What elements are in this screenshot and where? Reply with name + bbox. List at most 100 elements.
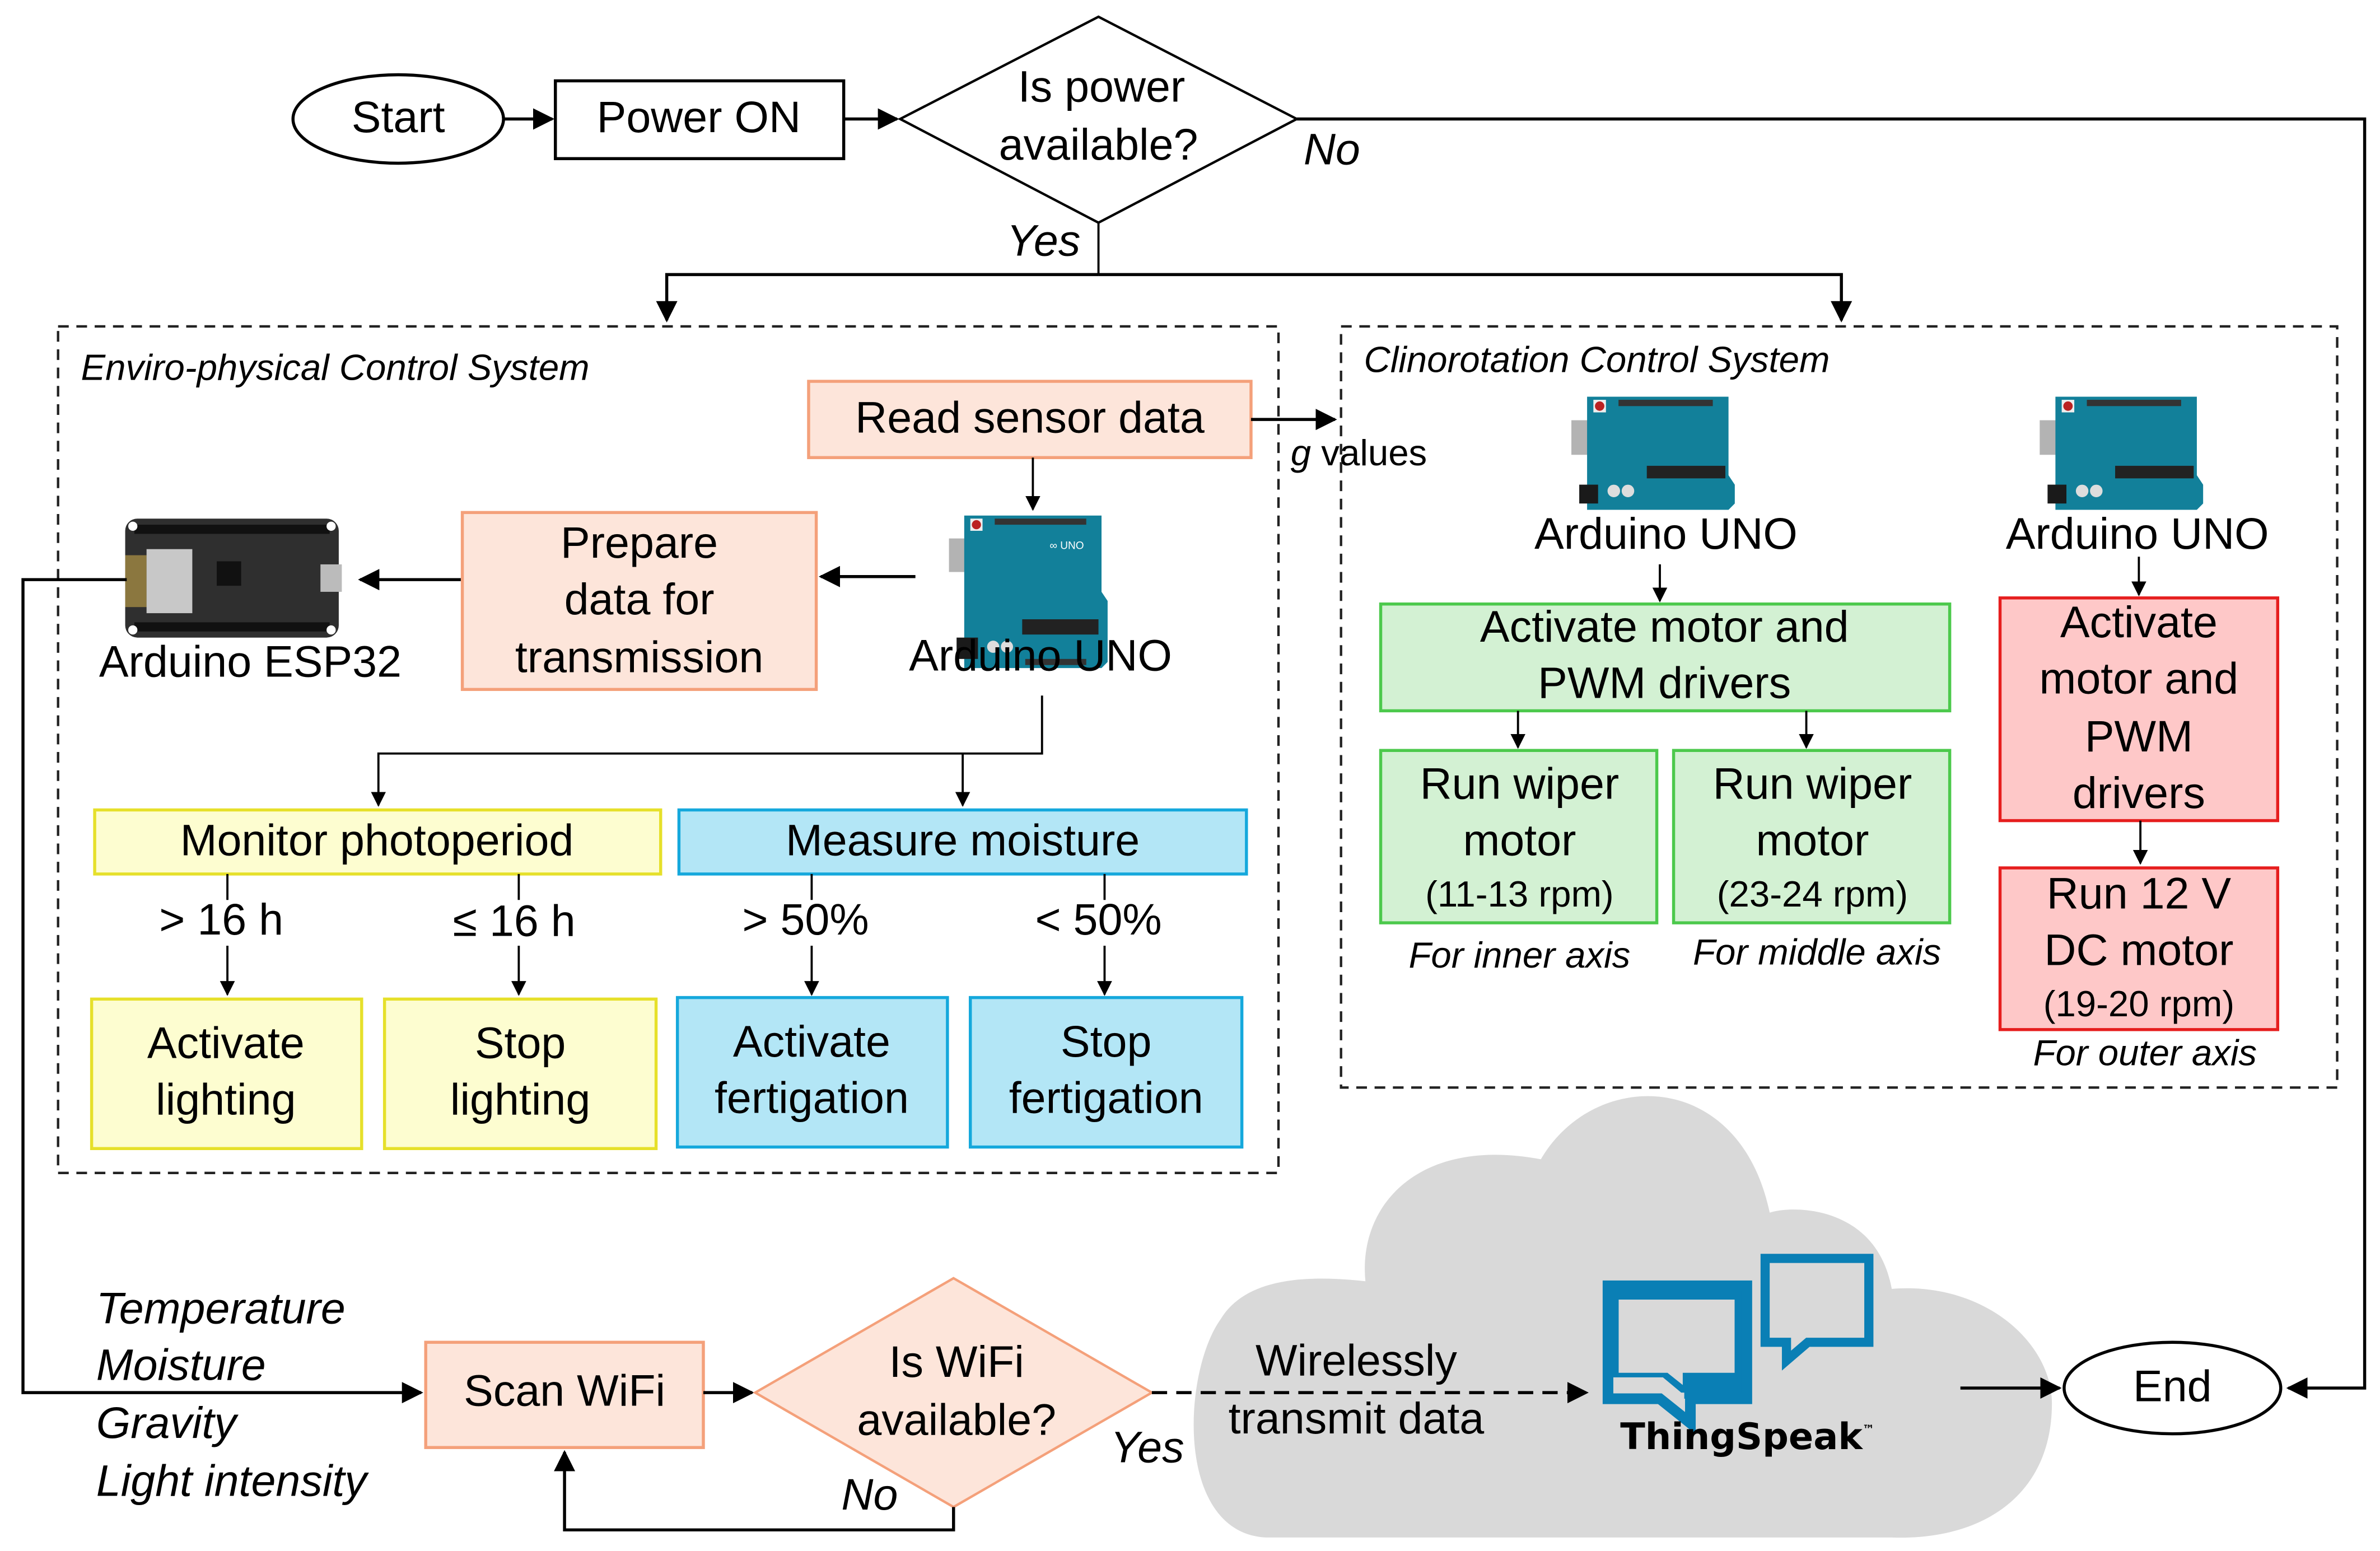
activate-red-line3: PWM xyxy=(2085,711,2193,761)
g-symbol: g xyxy=(1291,432,1311,473)
cond-gt50: > 50% xyxy=(742,894,869,944)
trademark-symbol: ™ xyxy=(1863,1423,1875,1437)
activate-green-node[interactable]: Activate motor and PWM drivers xyxy=(1379,601,1952,713)
sensor-moisture: Moisture xyxy=(96,1339,266,1389)
edge-yes-clino xyxy=(1098,273,1852,323)
power-question-line1: Is power xyxy=(1018,62,1186,111)
wifi-question-line2: available? xyxy=(857,1394,1056,1444)
scan-wifi-label: Scan WiFi xyxy=(464,1366,665,1415)
end-terminator xyxy=(2062,1340,2283,1436)
stop-lighting-box xyxy=(382,997,658,1150)
edge-wifi-no-loop xyxy=(554,1450,955,1532)
activate-fertigation-line2: fertigation xyxy=(715,1073,909,1123)
clino-system-title: Clinorotation Control System xyxy=(1364,339,1830,380)
power-on-box xyxy=(554,79,846,161)
arduino-esp32-icon xyxy=(125,518,342,638)
activate-lighting-line2: lighting xyxy=(156,1074,296,1124)
moisture-node[interactable]: Measure moisture xyxy=(677,808,1248,876)
dc-motor-node[interactable]: Run 12 V DC motor (19-20 rpm) xyxy=(1998,866,2280,1031)
power-on-node[interactable]: Power ON xyxy=(554,79,846,161)
sensor-gravity: Gravity xyxy=(96,1398,239,1447)
cond-gt16: > 16 h xyxy=(159,894,283,944)
enviro-uno-label: Arduino UNO xyxy=(909,630,1172,680)
activate-lighting-node[interactable]: Activate lighting xyxy=(90,997,363,1150)
activate-red-line2: motor and xyxy=(2040,653,2239,703)
edge-yes-enviro xyxy=(656,273,1099,323)
wiper-inner-line2: motor xyxy=(1463,815,1576,865)
uno-logo-text: ∞ UNO xyxy=(1049,540,1084,552)
activate-fertigation-line1: Activate xyxy=(733,1016,890,1066)
wifi-question-line1: Is WiFi xyxy=(889,1337,1024,1386)
middle-axis-label: For middle axis xyxy=(1693,932,1941,973)
power-yes-label: Yes xyxy=(1007,216,1081,265)
dc-motor-rpm: (19-20 rpm) xyxy=(2043,983,2234,1024)
wifi-decision-node[interactable]: Is WiFi available? xyxy=(753,1277,1155,1508)
clino-uno2-icon xyxy=(2040,396,2204,510)
wiper-inner-node[interactable]: Run wiper motor (11-13 rpm) xyxy=(1379,749,1659,924)
stop-fertigation-node[interactable]: Stop fertigation xyxy=(969,996,1244,1149)
power-no-label: No xyxy=(1304,124,1360,174)
stop-fertigation-box xyxy=(969,996,1244,1149)
wiper-middle-box xyxy=(1672,749,1952,924)
wiper-middle-rpm: (23-24 rpm) xyxy=(1717,873,1908,914)
stop-lighting-node[interactable]: Stop lighting xyxy=(382,997,658,1150)
power-on-label: Power ON xyxy=(597,92,801,142)
wiper-middle-line2: motor xyxy=(1756,815,1869,865)
dc-motor-box xyxy=(1998,866,2280,1031)
stop-lighting-line1: Stop xyxy=(475,1018,566,1068)
start-node[interactable]: Start xyxy=(291,73,505,165)
clino-uno2-label: Arduino UNO xyxy=(2006,508,2269,558)
read-sensor-label: Read sensor data xyxy=(855,393,1205,442)
edge-esp32-scan xyxy=(21,578,423,1404)
clino-uno1-icon xyxy=(1571,396,1735,510)
moisture-label: Measure moisture xyxy=(786,815,1140,865)
activate-lighting-box xyxy=(90,997,363,1150)
photoperiod-node[interactable]: Monitor photoperiod xyxy=(93,808,662,876)
power-decision-node[interactable]: Is power available? xyxy=(897,15,1300,225)
transmit-line2: transmit data xyxy=(1229,1393,1485,1443)
g-values-label: g values xyxy=(1291,432,1427,473)
edge-uno-photoperiod xyxy=(371,695,1043,807)
clino-uno1-label: Arduino UNO xyxy=(1534,508,1798,558)
outer-axis-label: For outer axis xyxy=(2033,1032,2257,1073)
moisture-box xyxy=(677,808,1248,876)
activate-red-node[interactable]: Activate motor and PWM drivers xyxy=(1998,596,2280,823)
wiper-middle-node[interactable]: Run wiper motor (23-24 rpm) xyxy=(1672,749,1952,924)
prepare-data-box xyxy=(460,511,818,692)
photoperiod-box xyxy=(93,808,662,876)
end-node[interactable]: End xyxy=(2062,1340,2283,1436)
activate-fertigation-box xyxy=(675,996,949,1149)
scan-wifi-node[interactable]: Scan WiFi xyxy=(424,1340,705,1449)
thingspeak-wordmark: ThingSpeak™ xyxy=(1620,1415,1874,1458)
activate-lighting-line1: Activate xyxy=(147,1018,305,1068)
activate-fertigation-node[interactable]: Activate fertigation xyxy=(675,996,949,1149)
clino-system-boundary xyxy=(1340,325,2339,1089)
thingspeak-logo[interactable]: ThingSpeak™ xyxy=(1602,1254,1875,1458)
enviro-system-title: Enviro-physical Control System xyxy=(81,347,590,387)
wiper-inner-line1: Run wiper xyxy=(1420,759,1620,809)
activate-green-box xyxy=(1379,602,1952,713)
scan-wifi-box xyxy=(424,1340,705,1449)
g-values-text: values xyxy=(1311,432,1427,473)
chat-bubble-small-icon xyxy=(1760,1254,1874,1371)
activate-red-box xyxy=(1998,596,2280,823)
end-label: End xyxy=(2133,1361,2212,1411)
read-sensor-node[interactable]: Read sensor data xyxy=(807,380,1253,459)
cond-lt50: < 50% xyxy=(1035,894,1161,944)
arduino-uno-icon: ∞ UNO xyxy=(949,515,1108,669)
dc-motor-line2: DC motor xyxy=(2044,924,2233,974)
prepare-data-node[interactable]: Prepare data for transmission xyxy=(460,511,818,692)
edge-no-end xyxy=(1296,117,2367,1399)
wiper-middle-line1: Run wiper xyxy=(1713,759,1912,809)
photoperiod-label: Monitor photoperiod xyxy=(180,815,574,865)
activate-green-line2: PWM drivers xyxy=(1538,658,1791,708)
stop-lighting-line2: lighting xyxy=(450,1074,590,1124)
stop-fertigation-line2: fertigation xyxy=(1009,1073,1203,1123)
prepare-line1: Prepare xyxy=(561,517,718,567)
wifi-yes-label: Yes xyxy=(1110,1422,1184,1472)
sensor-temperature: Temperature xyxy=(96,1283,346,1333)
activate-green-line1: Activate motor and xyxy=(1480,601,1849,651)
chat-bubble-large-icon xyxy=(1608,1288,1746,1399)
wiper-inner-rpm: (11-13 rpm) xyxy=(1425,873,1614,914)
